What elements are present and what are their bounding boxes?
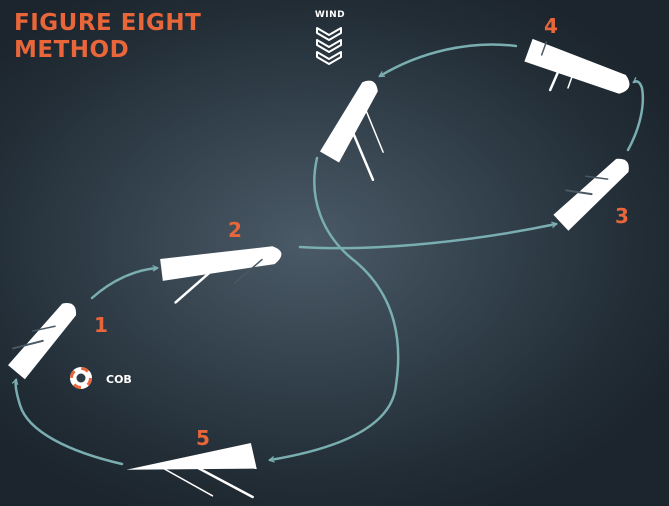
boat-position-5: [126, 442, 257, 499]
position-number-1: 1: [94, 313, 108, 337]
path-top-boat-to-5: [268, 156, 400, 463]
path-3-to-4: [626, 77, 645, 152]
title-line-2: METHOD: [14, 37, 130, 63]
position-number-3: 3: [615, 204, 629, 228]
boat-top: [319, 80, 384, 181]
boat-position-4: [524, 38, 630, 94]
lifebuoy-icon: [70, 367, 92, 389]
path-2-to-3: [298, 221, 558, 250]
wind-chevrons-icon: [316, 27, 342, 65]
boat-position-2: [160, 246, 282, 304]
path-1-to-2: [90, 265, 159, 300]
path-5-to-1: [11, 378, 124, 466]
path-4-to-top-boat: [378, 43, 518, 78]
wind-label: WIND: [314, 10, 346, 20]
position-number-5: 5: [196, 426, 210, 450]
boat-position-1: [8, 303, 77, 380]
position-number-4: 4: [544, 14, 558, 38]
position-number-2: 2: [228, 218, 242, 242]
course-path: [11, 43, 645, 466]
page-title: FIGURE EIGHT METHOD: [14, 10, 201, 64]
boat-position-3: [553, 158, 629, 231]
cob-label: COB: [106, 373, 132, 386]
title-line-1: FIGURE EIGHT: [14, 10, 202, 36]
